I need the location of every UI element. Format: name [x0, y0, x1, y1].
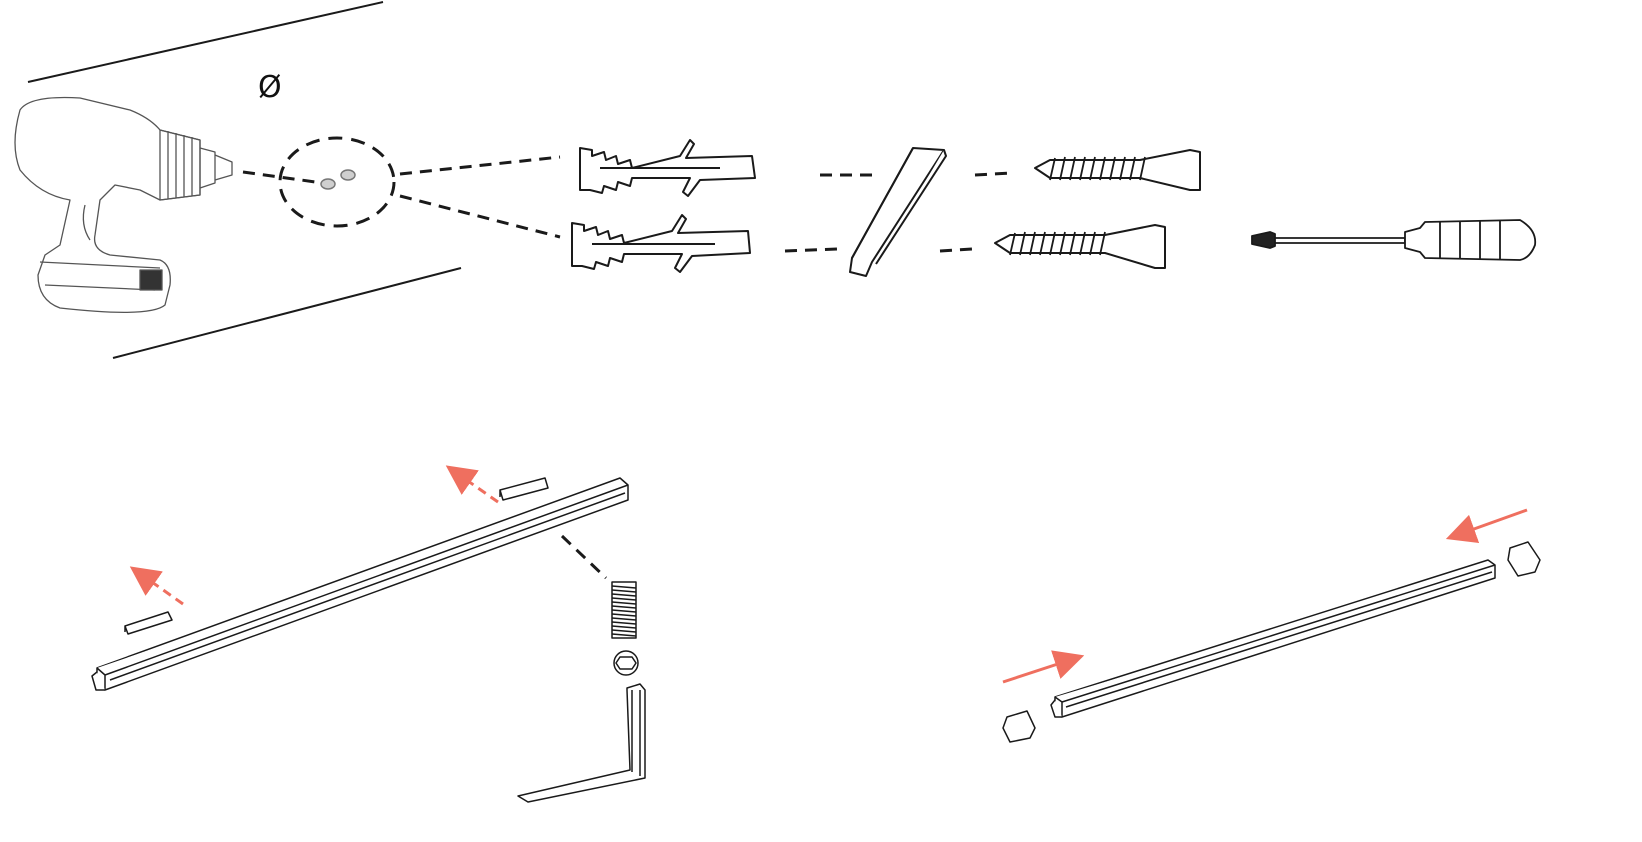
drill-hole — [320, 178, 336, 190]
end-cap — [1002, 710, 1036, 743]
wall-anchor-icon — [579, 139, 756, 197]
screw-icon — [1034, 149, 1201, 191]
end-cap — [124, 611, 173, 635]
insert-arrow — [1002, 508, 1528, 684]
wall-outline — [27, 1, 462, 359]
drill-diameter-label: Ø — [258, 70, 282, 105]
wall-anchor-icon — [571, 214, 751, 273]
drill-hole-circle — [278, 136, 396, 228]
threaded-rod-icon — [611, 581, 637, 639]
end-cap — [499, 477, 549, 501]
removal-arrow — [129, 465, 499, 606]
screw-icon — [994, 224, 1166, 269]
drill-icon — [14, 96, 233, 313]
hex-key-icon — [517, 683, 646, 803]
drill-hole — [340, 169, 356, 181]
screwdriver-icon — [1251, 219, 1537, 261]
hex-nut-icon — [613, 650, 639, 676]
mounting-clip-icon — [849, 147, 947, 277]
led-profile-rail — [91, 477, 629, 691]
alignment-dashes — [242, 155, 1013, 580]
end-cap — [1507, 541, 1541, 577]
led-profile-rail — [1050, 559, 1496, 718]
